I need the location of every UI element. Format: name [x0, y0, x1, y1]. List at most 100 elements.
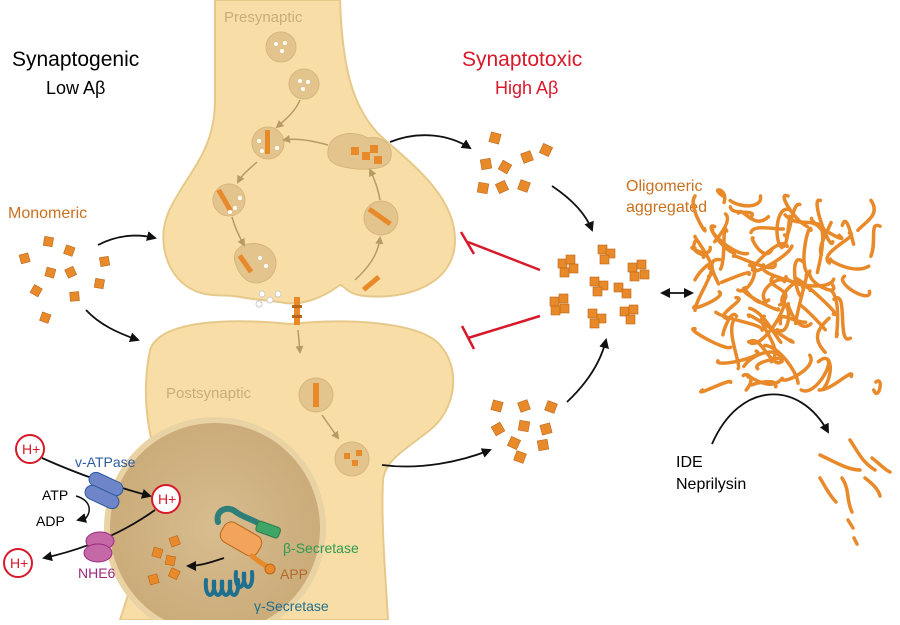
arrow-postsynaptic-release [381, 448, 492, 468]
monomeric-abeta-cluster [18, 236, 111, 324]
released-abeta-lower [490, 399, 558, 464]
fibril-strand [780, 353, 813, 382]
fibril-strand [792, 258, 805, 298]
fibril-strand [830, 289, 840, 339]
fibril-strand [741, 285, 781, 312]
fibril-strand [832, 296, 853, 341]
fibril-strand [818, 220, 833, 257]
fibril-strand [748, 338, 784, 365]
fibril-strand [760, 314, 777, 364]
endosomal-abeta [147, 535, 181, 586]
gamma-secretase-complex [203, 570, 255, 597]
fibril-strand [691, 326, 733, 350]
fibril-strand [782, 193, 809, 229]
fibril-strand [719, 271, 752, 284]
fibril-strand [730, 319, 741, 371]
fibril-strand [731, 254, 777, 270]
fibril-strand [714, 310, 764, 332]
fibril-strand [815, 198, 835, 246]
fibril-strand [798, 303, 828, 332]
fibril-strand [746, 297, 787, 346]
monomeric-label: Monomeric [8, 205, 87, 222]
oligomeric-label-line2: aggregated [626, 199, 707, 216]
proton-outside-top [15, 434, 45, 464]
fibril-aggregate [690, 188, 882, 395]
atp-label: ATP [42, 487, 68, 503]
fibril-strand [713, 212, 730, 244]
fibril-strand [691, 290, 723, 310]
ide-label: IDE [676, 454, 703, 471]
fibril-strand [750, 236, 774, 256]
nhe6-label: NHE6 [78, 565, 116, 581]
fibril-strand [871, 379, 882, 395]
fibril-strand [780, 280, 805, 305]
postsynaptic-label: Postsynaptic [166, 385, 252, 402]
fibril-strand [728, 194, 763, 208]
fibril-strand [736, 263, 757, 293]
fibril-strand [721, 312, 739, 337]
app-label: APP [280, 566, 308, 582]
fibril-strand [825, 231, 854, 265]
fibril-strand [817, 372, 854, 392]
fibril-strand [809, 216, 844, 241]
fibril-strand [752, 244, 794, 274]
inhibition-presynaptic [459, 231, 541, 272]
proton-outside-top-label: H+ [22, 441, 40, 457]
fibril-strand [808, 269, 836, 292]
fibril-strand [761, 278, 787, 303]
low-abeta-subtitle: Low Aβ [46, 78, 105, 98]
arrow-upper-to-oligomers [551, 185, 594, 232]
fibril-strand [710, 228, 750, 256]
gamma-secretase-label: γ-Secretase [254, 598, 329, 614]
fibril-strand [778, 314, 808, 326]
fibril-strand [747, 306, 783, 345]
fibril-strand [763, 343, 800, 385]
fibril-strand [749, 226, 786, 235]
fibril-strand [736, 209, 771, 223]
arrow-cleavage-product [186, 557, 225, 571]
fibril-strand [828, 257, 871, 271]
presynaptic-terminal [162, 0, 457, 305]
fibril-strand [816, 356, 832, 390]
synaptotoxic-title: Synaptotoxic [462, 48, 582, 71]
fibril-strand [840, 219, 856, 246]
synaptogenic-title: Synaptogenic [12, 48, 139, 71]
fibril-strand [869, 223, 882, 258]
fibril-strand [802, 226, 813, 277]
degradation-arrow [711, 393, 829, 445]
fibril-strand [741, 372, 753, 392]
fibril-strand [715, 188, 727, 205]
fibril-strand [793, 276, 838, 316]
app-transmembrane [292, 297, 302, 325]
fibril-strand [750, 379, 778, 389]
proton-inside [151, 484, 181, 514]
oligomeric-label-line1: Oligomeric [626, 178, 702, 195]
nhe6-transporter [83, 531, 115, 563]
proton-inside-label: H+ [158, 491, 176, 507]
presynaptic-vesicle-cycle [212, 31, 399, 308]
inhibition-postsynaptic [460, 314, 541, 350]
fibril-strand [690, 245, 712, 255]
neprilysin-label: Neprilysin [676, 476, 746, 493]
app-protein [219, 521, 276, 575]
fibril-strand [742, 287, 771, 305]
v-atpase-pump [84, 471, 124, 510]
high-abeta-subtitle: High Aβ [495, 78, 558, 98]
fibril-strand [840, 274, 872, 298]
fibril-strand [710, 257, 722, 286]
proton-outside-bottom [3, 548, 33, 578]
v-atpase-label: v-ATPase [75, 454, 136, 470]
arrow-monomer-to-postsynaptic [85, 309, 140, 343]
beta-secretase-enzyme [214, 505, 281, 539]
degraded-fragments [818, 438, 892, 546]
fibril-strand [755, 356, 785, 371]
presynaptic-label: Presynaptic [224, 9, 303, 26]
adp-label: ADP [36, 513, 65, 529]
fibril-strand [746, 313, 795, 344]
fibril-strand [815, 316, 831, 355]
beta-secretase-label: β-Secretase [283, 540, 359, 556]
fibril-strand [781, 214, 792, 249]
postsynaptic-vesicles [295, 329, 370, 477]
proton-outside-bottom-label: H+ [10, 555, 28, 571]
